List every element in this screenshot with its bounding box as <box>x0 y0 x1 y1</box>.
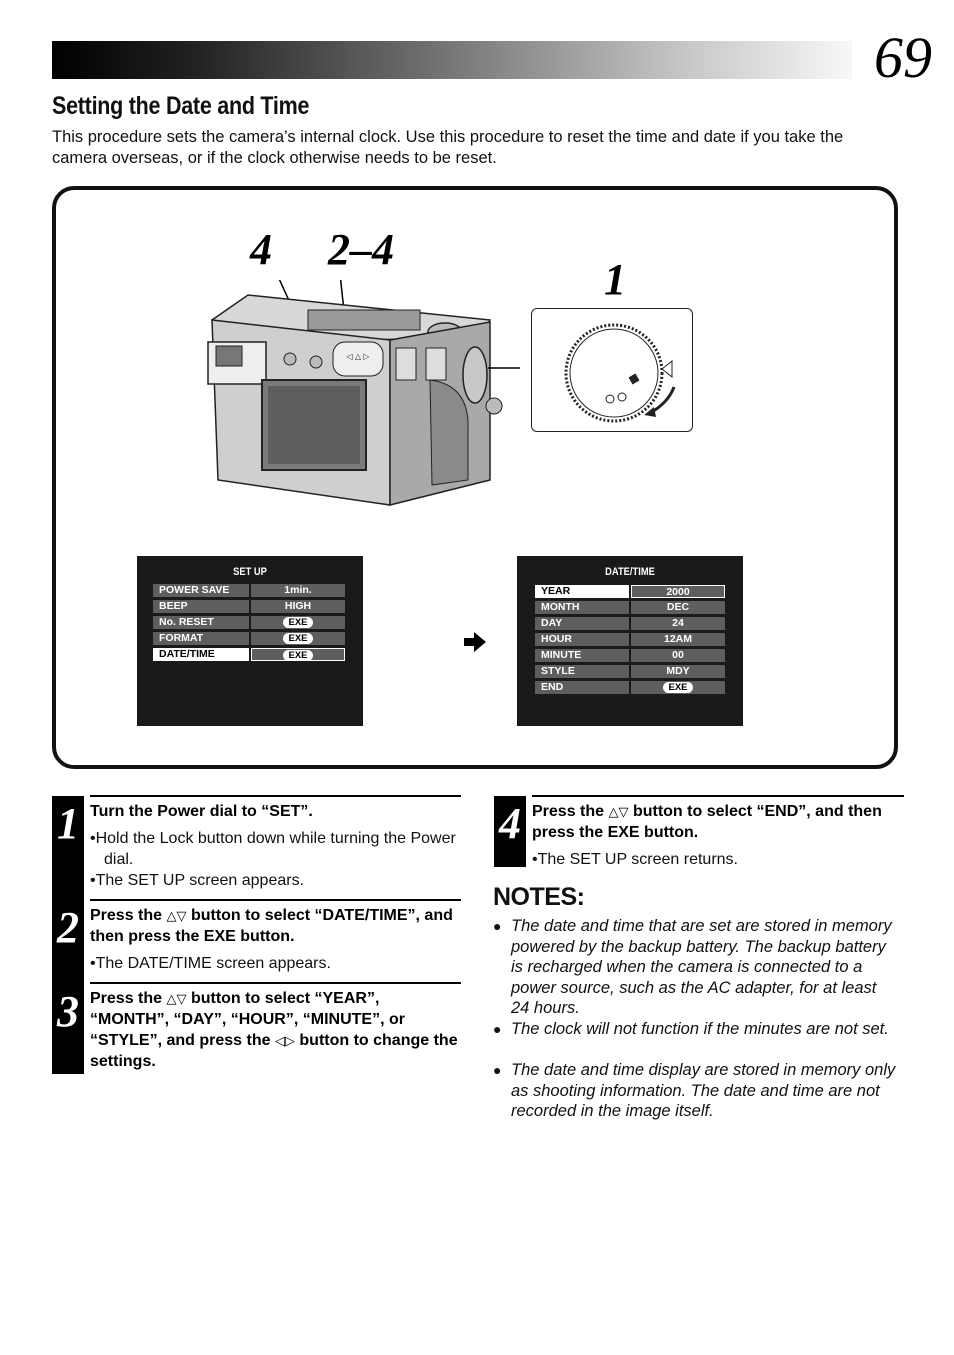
lcd-row-value: 2000 <box>631 585 725 598</box>
lcd-row-value: 24 <box>631 617 725 630</box>
step-4-bullet: •The SET UP screen returns. <box>532 851 738 868</box>
exe-badge: EXE <box>283 617 313 628</box>
power-dial-inset <box>531 308 693 432</box>
step-4-rule <box>532 795 904 797</box>
note-text: The clock will not function if the minut… <box>511 1020 889 1038</box>
step-2-heading: Press the △▽ button to select “DATE/TIME… <box>90 905 462 947</box>
lcd-row-label: MONTH <box>535 601 629 614</box>
step-1-heading: Turn the Power dial to “SET”. <box>90 803 313 820</box>
step-2-number: 2 <box>57 903 79 952</box>
callout-step-1: 1 <box>604 255 626 304</box>
step-1-bullet: •The SET UP screen appears. <box>90 872 305 889</box>
step-4-number-column <box>494 796 526 867</box>
bullet-icon: ● <box>493 918 502 934</box>
lcd-row-label: DAY <box>535 617 629 630</box>
step-4-heading-start: Press the <box>532 803 605 820</box>
lcd-row-value: DEC <box>631 601 725 614</box>
step-4-heading: Press the △▽ button to select “END”, and… <box>532 801 904 843</box>
step-1: Turn the Power dial to “SET”. •Hold the … <box>90 801 462 891</box>
step-2-rule <box>90 899 461 901</box>
lcd-row-value: EXE <box>631 681 725 694</box>
lcd-row-value: 1min. <box>251 584 345 597</box>
exe-badge: EXE <box>283 650 313 661</box>
step-3-heading-start: Press the <box>90 990 163 1007</box>
lcd-row-value: EXE <box>251 648 345 661</box>
header-gradient-bar <box>52 41 852 79</box>
note-text: The date and time display are stored in … <box>511 1061 896 1121</box>
intro-paragraph: This procedure sets the camera’s interna… <box>52 128 844 167</box>
lcd-row-value: EXE <box>251 616 345 629</box>
step-4-heading-end: button to select “END”, and then press t… <box>532 803 882 841</box>
lcd-row-value: HIGH <box>251 600 345 613</box>
step-3: Press the △▽ button to select “YEAR”, “M… <box>90 988 462 1072</box>
lcd-row: DATE/TIME EXE <box>153 648 345 662</box>
note-item: ● The date and time display are stored i… <box>493 1060 898 1122</box>
callout-steps-2-4: 2–4 <box>328 225 394 274</box>
note-item: ● The date and time that are set are sto… <box>493 916 898 1019</box>
lcd-row-label: BEEP <box>153 600 249 613</box>
lcd-row-label: END <box>535 681 629 694</box>
lcd-row-value: MDY <box>631 665 725 678</box>
step-2-bullet: •The DATE/TIME screen appears. <box>90 955 331 972</box>
step-1-rule <box>90 795 461 797</box>
note-text: The date and time that are set are store… <box>511 917 892 1018</box>
up-down-arrows-icon: △▽ <box>166 908 187 923</box>
step-2-heading-start: Press the <box>90 907 163 924</box>
step-1-bullet: •Hold the Lock button down while turning… <box>90 830 456 868</box>
lcd-row-value: 00 <box>631 649 725 662</box>
step-1-number: 1 <box>57 799 79 848</box>
step-3-number: 3 <box>57 987 79 1036</box>
step-2-heading-end: button to select “DATE/TIME”, and then p… <box>90 907 453 945</box>
notes-title: NOTES: <box>493 883 585 911</box>
step-2: Press the △▽ button to select “DATE/TIME… <box>90 905 462 974</box>
lcd-row: No. RESET EXE <box>153 616 345 630</box>
lcd-row-label: YEAR <box>535 585 629 598</box>
camera-illustration: ◁ △ ▷ <box>207 280 520 506</box>
bullet-icon: ● <box>493 1021 502 1037</box>
note-item: ● The clock will not function if the min… <box>493 1019 898 1040</box>
datetime-screen-title: DATE/TIME <box>605 566 655 578</box>
lcd-row-label: No. RESET <box>153 616 249 629</box>
exe-badge: EXE <box>283 633 313 644</box>
step-4-number: 4 <box>499 799 521 848</box>
setup-screen-title: SET UP <box>233 566 267 578</box>
lcd-row-label: FORMAT <box>153 632 249 645</box>
up-down-arrows-icon: △▽ <box>166 991 187 1006</box>
section-title: Setting the Date and Time <box>52 92 310 120</box>
page-number: 69 <box>874 25 932 90</box>
lcd-row-label: HOUR <box>535 633 629 646</box>
step-4: Press the △▽ button to select “END”, and… <box>532 801 904 870</box>
lcd-row-label: STYLE <box>535 665 629 678</box>
lcd-row-label: MINUTE <box>535 649 629 662</box>
step-3-heading-end: button to change the settings. <box>90 1032 458 1070</box>
svg-text:◁ △ ▷: ◁ △ ▷ <box>346 352 371 361</box>
lcd-row: END EXE <box>535 681 725 695</box>
lcd-row-value: 12AM <box>631 633 725 646</box>
left-right-arrows-icon: ◁▷ <box>274 1033 295 1048</box>
callout-step-4: 4 <box>250 225 272 274</box>
step-3-heading-mid: button to select “YEAR”, “MONTH”, “DAY”,… <box>90 990 405 1049</box>
step-3-heading: Press the △▽ button to select “YEAR”, “M… <box>90 988 462 1072</box>
step-3-rule <box>90 982 461 984</box>
lcd-row-label: DATE/TIME <box>153 648 249 661</box>
power-dial-icon <box>564 323 676 423</box>
step-number-column <box>52 796 84 1074</box>
lcd-row-value: EXE <box>251 632 345 645</box>
bullet-icon: ● <box>493 1062 502 1078</box>
exe-badge: EXE <box>663 682 693 693</box>
up-down-arrows-icon: △▽ <box>608 804 629 819</box>
lcd-row-label: POWER SAVE <box>153 584 249 597</box>
lcd-row: FORMAT EXE <box>153 632 345 646</box>
right-arrow-icon <box>463 630 487 654</box>
